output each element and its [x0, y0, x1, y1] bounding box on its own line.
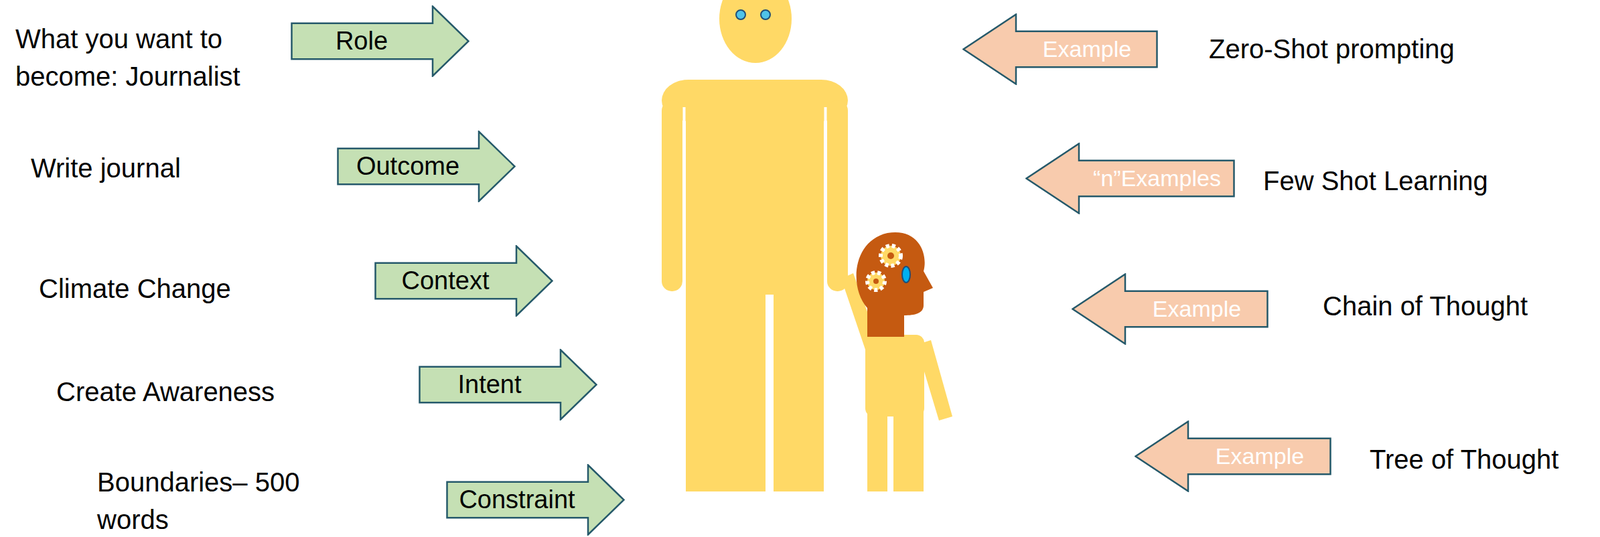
- adult-arm: [827, 100, 848, 292]
- arrow-shape: [419, 350, 597, 420]
- outcome-note: Write journal: [30, 149, 181, 187]
- intent-note: Create Awareness: [56, 373, 275, 411]
- adult-leg: [685, 287, 766, 492]
- examples-arrow: “n”Examples: [1025, 142, 1235, 215]
- child-leg: [893, 401, 924, 492]
- technique-label: Chain of Thought: [1322, 287, 1528, 325]
- context-note: Climate Change: [38, 269, 232, 308]
- arrow-shape: [375, 246, 553, 317]
- arrow-text: Context: [401, 267, 490, 296]
- arrow-shape: [447, 465, 625, 536]
- example-arrow: Example: [962, 13, 1158, 86]
- child-leg: [867, 401, 888, 492]
- adult-arm: [661, 100, 683, 292]
- intent-arrow: Intent: [418, 348, 598, 421]
- arrow-text: “n”Examples: [1093, 166, 1221, 191]
- arm-gap: [683, 107, 686, 288]
- arrow-text: Role: [335, 27, 388, 56]
- arrow-text-area: Outcome: [336, 130, 479, 203]
- context-arrow: Context: [374, 245, 554, 317]
- child-head: [856, 232, 933, 337]
- adult-eye: [736, 10, 746, 20]
- arrow-shape: [963, 14, 1158, 85]
- gear-symbol: [867, 245, 901, 290]
- child-eye: [902, 266, 911, 283]
- arrow-shape: [1135, 421, 1331, 492]
- constraint-note: Boundaries– 500 words: [97, 463, 332, 537]
- arrow-text: Constraint: [458, 486, 575, 515]
- arrow-text-area: Role: [290, 5, 433, 78]
- arrow-shape: [1072, 274, 1268, 345]
- arrow-text: Outcome: [356, 152, 460, 181]
- role-note: What you want to become: Journalist: [15, 20, 264, 96]
- arrow-text: Example: [1152, 296, 1242, 322]
- arrow-text: Example: [1042, 36, 1132, 62]
- arrow-text-area: Constraint: [446, 464, 589, 536]
- technique-label: Tree of Thought: [1369, 440, 1559, 479]
- adult-figure: [661, 0, 848, 492]
- arrow-shape: [338, 131, 516, 202]
- constraint-arrow: Constraint: [446, 464, 625, 536]
- arm-gap: [824, 107, 828, 288]
- adult-leg: [773, 287, 824, 492]
- arrow-text-area: Example: [1125, 273, 1269, 345]
- adult-torso: [685, 93, 824, 295]
- outcome-arrow: Outcome: [336, 130, 516, 203]
- arrow-text-area: Intent: [418, 348, 561, 421]
- role-arrow: Role: [290, 5, 470, 78]
- arrow-text: Example: [1215, 444, 1304, 469]
- adult-head: [719, 0, 792, 63]
- arrow-text-area: “n”Examples: [1078, 142, 1235, 215]
- arrow-shape: [1026, 143, 1235, 214]
- arrow-text-area: Example: [1188, 420, 1332, 493]
- technique-label: Few Shot Learning: [1263, 162, 1489, 200]
- arrow-text-area: Example: [1015, 13, 1158, 86]
- arrow-shape: [292, 6, 469, 77]
- arrow-text-area: Context: [374, 245, 517, 317]
- arrow-text: Intent: [457, 371, 522, 400]
- example-arrow: Example: [1071, 273, 1269, 345]
- adult-eye: [760, 10, 771, 20]
- technique-label: Zero-Shot prompting: [1208, 30, 1455, 68]
- example-arrow: Example: [1134, 420, 1332, 493]
